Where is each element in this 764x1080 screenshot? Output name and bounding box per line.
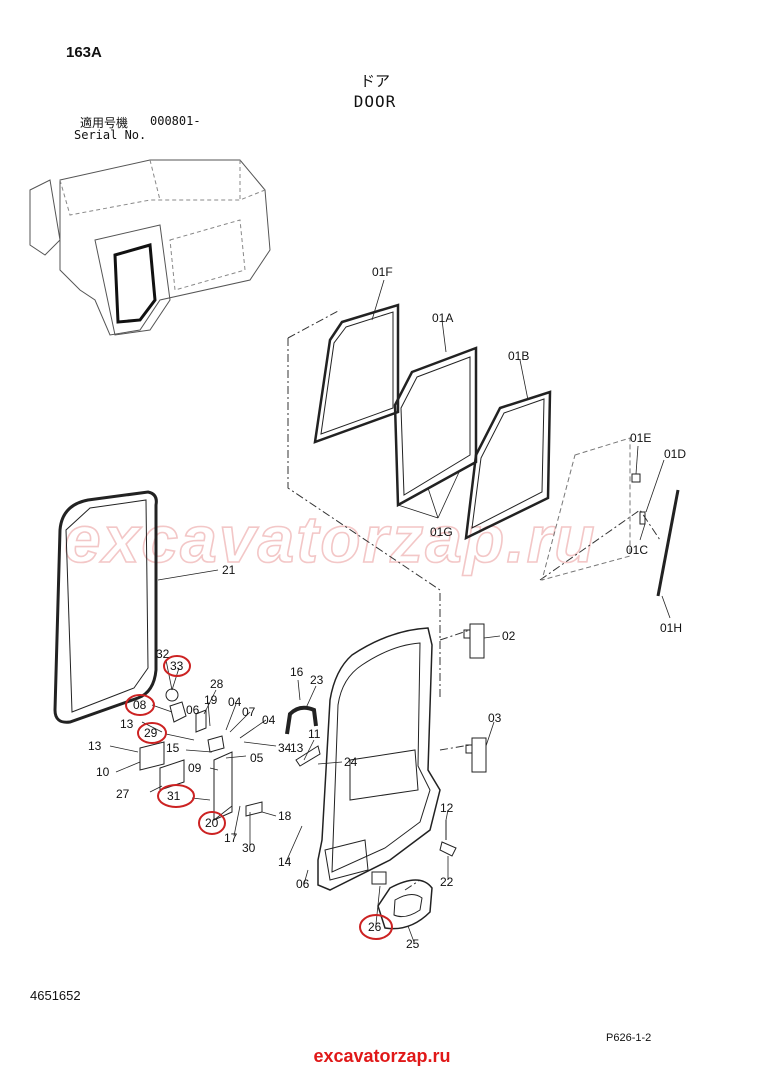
part-18 xyxy=(245,801,263,817)
bracket-11 xyxy=(295,745,321,767)
callout-04: 04 xyxy=(228,695,242,709)
callout-01B: 01B xyxy=(508,349,529,363)
door-frame xyxy=(317,627,441,891)
glass-01B xyxy=(464,390,552,541)
circle-08 xyxy=(125,694,155,716)
handle-plate-25 xyxy=(377,879,433,930)
callout-13-b: 13 xyxy=(88,739,102,753)
callout-08: 08 xyxy=(133,698,147,712)
callout-30: 30 xyxy=(242,841,256,855)
part-01E xyxy=(631,473,641,483)
hinge-03 xyxy=(465,737,487,773)
circle-26 xyxy=(359,914,393,940)
part-09 xyxy=(213,751,233,821)
lock-part-08 xyxy=(169,701,187,723)
callout-19: 19 xyxy=(204,693,218,707)
callout-20: 20 xyxy=(205,816,219,830)
callout-labels: 01F 01A 01B 01E 01D 01C 01G 01H 21 02 03… xyxy=(88,265,686,951)
serial-value: 000801- xyxy=(150,114,201,128)
callout-07: 07 xyxy=(242,705,256,719)
glass-01F xyxy=(313,303,400,444)
callout-11: 11 xyxy=(308,727,321,741)
callout-01E: 01E xyxy=(630,431,651,445)
clip-22 xyxy=(439,841,457,857)
part-01D xyxy=(639,511,646,525)
callout-10: 10 xyxy=(96,765,110,779)
callout-02: 02 xyxy=(502,629,516,643)
callout-25: 25 xyxy=(406,937,420,951)
callout-05: 05 xyxy=(250,751,264,765)
callout-16: 16 xyxy=(290,665,304,679)
callout-01F: 01F xyxy=(372,265,393,279)
plate-10 xyxy=(139,741,165,771)
callout-24: 24 xyxy=(344,755,358,769)
seal-strip-01H xyxy=(656,489,680,597)
callout-28: 28 xyxy=(210,677,224,691)
circle-33 xyxy=(163,655,191,677)
title-japanese: ドア xyxy=(359,73,390,90)
callout-12: 12 xyxy=(440,801,454,815)
callout-17: 17 xyxy=(224,831,238,845)
callout-26: 26 xyxy=(368,920,382,934)
part-33 xyxy=(165,688,179,702)
grab-handle-23 xyxy=(285,705,318,735)
callout-34: 34 xyxy=(278,741,292,755)
callout-31: 31 xyxy=(167,789,181,803)
callout-27: 27 xyxy=(116,787,130,801)
serial-label-english: Serial No. xyxy=(74,128,147,142)
footer-site-link[interactable]: excavatorzap.ru xyxy=(313,1046,451,1066)
glass-01A xyxy=(393,346,478,508)
callout-22: 22 xyxy=(440,875,454,889)
reference-code: P626-1-2 xyxy=(606,1032,652,1044)
highlight-circles xyxy=(125,655,393,940)
callout-13: 13 xyxy=(120,717,134,731)
page-code: 163A xyxy=(66,44,102,61)
latch-26 xyxy=(371,871,387,885)
part-28 xyxy=(195,709,207,733)
callout-01G: 01G xyxy=(430,525,453,539)
leader-lines xyxy=(109,279,671,943)
callout-09: 09 xyxy=(188,761,202,775)
callout-01D: 01D xyxy=(664,447,686,461)
title-english: DOOR xyxy=(353,92,397,111)
circle-20 xyxy=(198,811,226,835)
circle-31 xyxy=(157,784,195,808)
callout-15: 15 xyxy=(166,741,180,755)
callout-14: 14 xyxy=(278,855,292,869)
callout-13-c: 13 xyxy=(290,741,304,755)
watermark: excavatorzap.ru xyxy=(64,502,597,576)
cab-overview-sketch xyxy=(29,159,271,336)
callout-32: 32 xyxy=(156,647,170,661)
serial-label-japanese: 適用号機 xyxy=(80,116,129,130)
plate-27 xyxy=(159,759,185,791)
part-15 xyxy=(207,735,225,753)
callout-21: 21 xyxy=(222,563,236,577)
door-seal-21 xyxy=(53,490,158,724)
callout-29: 29 xyxy=(144,726,158,740)
callout-04-b: 04 xyxy=(262,713,276,727)
callout-23: 23 xyxy=(310,673,324,687)
assembly-guide-lines xyxy=(287,309,661,891)
callout-03: 03 xyxy=(488,711,502,725)
callout-18: 18 xyxy=(278,809,292,823)
callout-33: 33 xyxy=(170,659,184,673)
callout-06-b: 06 xyxy=(296,877,310,891)
circle-29 xyxy=(137,722,167,744)
callout-01A: 01A xyxy=(432,311,453,325)
drawing-number: 4651652 xyxy=(30,988,81,1003)
callout-06: 06 xyxy=(186,703,200,717)
callout-01H: 01H xyxy=(660,621,682,635)
hinge-02 xyxy=(463,623,485,659)
callout-01C: 01C xyxy=(626,543,648,557)
